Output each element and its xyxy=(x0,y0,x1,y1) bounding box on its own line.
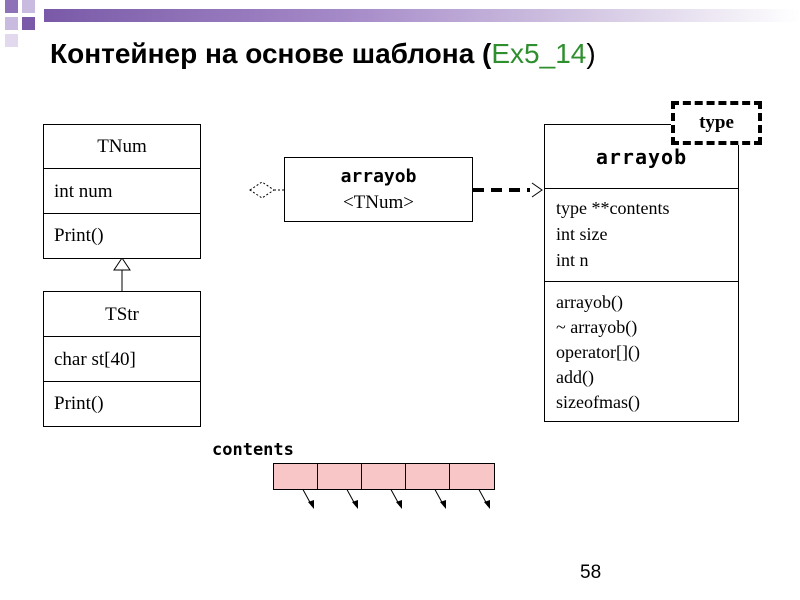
header-gradient-bar xyxy=(44,9,800,22)
class-tstr: TStr char st[40] Print() xyxy=(43,291,201,427)
title-code: Ex5_14 xyxy=(491,38,587,69)
contents-label: contents xyxy=(212,440,294,460)
array-cell xyxy=(274,464,318,489)
deco-square xyxy=(5,0,18,13)
class-tnum-method: Print() xyxy=(54,225,104,246)
bound-class-name: arrayob xyxy=(340,166,417,187)
arrayob-method: operator[]() xyxy=(556,342,640,362)
array-cell xyxy=(362,464,406,489)
title-main: Контейнер на основе шаблона ( xyxy=(50,38,492,69)
deco-square xyxy=(5,34,18,47)
deco-square xyxy=(22,17,35,30)
class-arrayob-attrs: type **contents int size int n xyxy=(545,189,738,282)
inheritance-arrowhead xyxy=(113,257,131,271)
arrayob-attr: int size xyxy=(556,224,608,244)
arrayob-method: add() xyxy=(556,367,594,387)
title-close: ) xyxy=(586,38,596,69)
aggregation-diamond xyxy=(249,181,275,199)
arrayob-method: sizeofmas() xyxy=(556,392,640,412)
array-cell xyxy=(318,464,362,489)
arrayob-attr: type **contents xyxy=(556,198,670,218)
page-title: Контейнер на основе шаблона (Ex5_14) xyxy=(50,38,596,70)
deco-square xyxy=(22,0,35,13)
arrayob-method: ~ arrayob() xyxy=(556,317,638,337)
class-tstr-method: Print() xyxy=(54,393,104,414)
class-tstr-name: TStr xyxy=(44,292,200,337)
bound-class-param: <TNum> xyxy=(342,192,415,213)
deco-square xyxy=(5,17,18,30)
class-arrayob-name: arrayob xyxy=(545,125,738,189)
class-tstr-attr: char st[40] xyxy=(44,337,200,382)
template-parameter-type: type xyxy=(671,101,762,145)
class-tnum: TNum int num Print() xyxy=(43,124,201,259)
class-tnum-attr: int num xyxy=(44,169,200,214)
contents-array xyxy=(273,463,495,490)
class-arrayob-methods: arrayob() ~ arrayob() operator[]() add()… xyxy=(545,282,738,421)
class-arrayob-tnum: arrayob <TNum> xyxy=(284,157,473,222)
arrayob-method: arrayob() xyxy=(556,292,623,312)
binding-arrowhead xyxy=(531,182,543,198)
page-number: 58 xyxy=(580,562,602,583)
arrayob-attr: int n xyxy=(556,250,589,270)
class-tnum-name: TNum xyxy=(44,125,200,169)
class-arrayob-template: arrayob type **contents int size int n a… xyxy=(544,124,739,422)
array-cell xyxy=(450,464,494,489)
array-cell xyxy=(406,464,450,489)
